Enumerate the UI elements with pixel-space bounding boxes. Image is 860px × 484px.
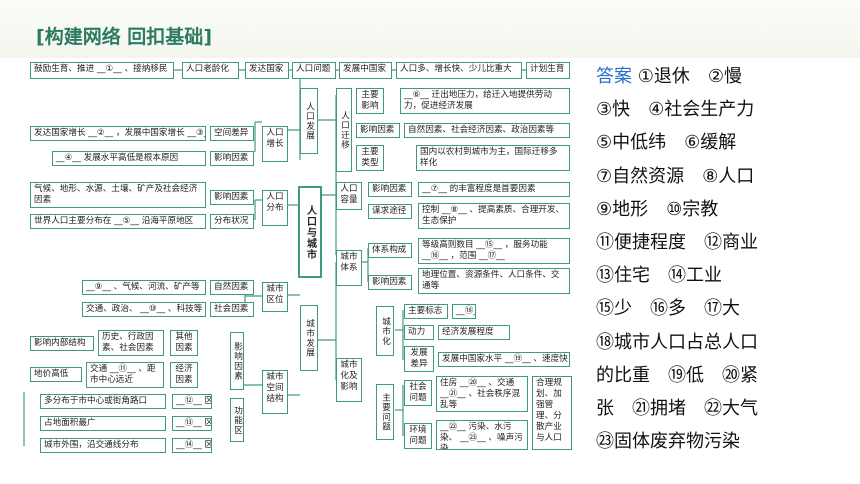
urbanization-mark-blank: __⑱__ [452, 304, 476, 319]
chain-family-planning: 计划生育 [526, 62, 570, 79]
center-node: 人口与城市 [298, 186, 322, 278]
zone-1-text: 多分布于市中心或街角路口 [40, 394, 166, 409]
pop-growth-factor: 影响因素 [210, 151, 254, 166]
urbanization-diff: 发展差异 [404, 346, 434, 372]
urbanization-power-text: 经济发展程度 [438, 325, 510, 340]
zone-2-text: 占地面积最广 [40, 416, 166, 431]
urbanization-power: 动力 [404, 325, 434, 340]
pop-growth-spatial-text: 发达国家增长 __②__ ，发展中国家增长 __③__ [30, 126, 206, 141]
urbanization: 城市化 [376, 306, 394, 356]
migration-label: 人口迁移 [336, 88, 352, 172]
city-location-natural-text: __⑨__ 、气候、河流、矿产等 [82, 280, 206, 295]
social-problems-text: 住房 __⑳__ 、交通 __㉑__ 、社会秩序混乱等 [436, 376, 528, 412]
env-problems-text: __㉒__ 污染、水污染、 __㉓__ 、噪声污染 [436, 420, 528, 450]
chain-aging: 人口老龄化 [182, 62, 239, 79]
chain-pop-problem: 人口问题 [292, 62, 336, 79]
zone-3-text: 城市外围，沿交通线分布 [40, 438, 166, 453]
pop-dist-status-text: 世界人口主要分布在 __⑤__ 沿海平原地区 [30, 214, 206, 229]
migration-factor: 影响因素 [356, 123, 400, 138]
chain-encourage-birth: 鼓励生育、推进 __①__ 、接纳移民 [30, 62, 174, 79]
city-system-factor-text: 地理位置、资源条件、人口条件、交通等 [418, 268, 570, 294]
city-location-natural: 自然因素 [210, 280, 254, 295]
answer-panel: 答案 ①退休 ②慢 ③快 ④社会生产力 ⑤中低纬 ⑥缓解 ⑦自然资源 ⑧人口 ⑨… [596, 60, 860, 458]
migration-impact-text: __⑥__ 迁出地压力，给迁入地提供劳动力，促进经济发展 [400, 88, 570, 114]
answer-label: 答案 [596, 66, 632, 87]
pop-growth-factor-text: __④__ 发展水平高低是根本原因 [52, 151, 206, 166]
chain-developing: 发展中国家 [339, 62, 392, 79]
capacity-label: 人口容量 [336, 182, 362, 210]
pop-dist-status: 分布状况 [210, 214, 254, 229]
social-problems: 社会问题 [404, 380, 432, 406]
zone-1: __⑫__ 区 [172, 394, 212, 409]
urbanization-mark: 主要标志 [404, 304, 448, 319]
capacity-way-text: 控制 __⑧__ 、提高素质、合理开发、生态保护 [418, 203, 570, 229]
city-system-factor: 影响因素 [368, 275, 412, 290]
zone-3: __⑭__ 区 [172, 438, 212, 453]
econ-factors-text: 交通 __⑪__ 、距市中心远近 [86, 362, 164, 388]
pop-dist-factor: 影响因素 [210, 190, 254, 205]
capacity-factor-text: __⑦__ 的丰富程度是首要因素 [418, 182, 570, 197]
chain-pop-features: 人口多、增长快、少儿比重大 [396, 62, 522, 79]
city-system-composition-text: 等级高则数目 __⑮__ ，服务功能 __⑯__ ，范围 __⑰__ [418, 238, 570, 264]
pop-dist-label: 人口分布 [262, 190, 288, 226]
city-location-label: 城市区位 [262, 282, 288, 312]
urbanization-diff-text: 发展中国家水平 __⑲__ 、速度快 [438, 352, 570, 367]
migration-impact: 主要影响 [356, 88, 384, 114]
migration-type: 主要类型 [356, 145, 384, 171]
urbanization-label: 城市化及影响 [336, 358, 362, 402]
other-factors: 其他因素 [170, 330, 198, 356]
city-location-social-text: 交通、政治、 __⑩__ 、科技等 [82, 302, 206, 317]
functional-zones: 功能区 [230, 398, 244, 442]
pop-growth-label: 人口增长 [262, 126, 288, 162]
city-system-label: 城市体系 [336, 250, 362, 286]
land-price: 地价高低 [30, 367, 82, 382]
other-factors-text: 历史、行政因素、社会因素 [98, 330, 164, 356]
city-location-social: 社会因素 [210, 302, 254, 317]
branch-city-development: 城市发展 [300, 305, 318, 371]
header-band [0, 0, 860, 58]
chain-developed: 发达国家 [245, 62, 289, 79]
main-problems: 主要问题 [376, 384, 394, 440]
zone-2: __⑬__ 区 [172, 416, 212, 431]
branch-pop-development: 人口发展 [300, 88, 318, 154]
page-title: [构建网络 回扣基础] [36, 26, 212, 48]
capacity-factor: 影响因素 [368, 182, 412, 197]
pop-growth-spatial: 空间差异 [210, 126, 254, 141]
pop-dist-factor-text: 气候、地形、水源、土壤、矿产及社会经济因素 [30, 182, 206, 208]
answer-text: ①退休 ②慢 ③快 ④社会生产力 ⑤中低纬 ⑥缓解 ⑦自然资源 ⑧人口 ⑨地形 … [596, 66, 758, 453]
migration-type-text: 国内以农村到城市为主，国际迁移多样化 [416, 145, 570, 171]
city-space-label: 城市空间结构 [262, 370, 288, 414]
city-space-factors: 影响因素 [230, 332, 244, 390]
econ-factors: 经济因素 [170, 362, 198, 388]
env-problems: 环境问题 [404, 423, 432, 449]
migration-factor-text: 自然因素、社会经济因素、政治因素等 [404, 123, 570, 138]
city-system-composition: 体系构成 [368, 243, 412, 258]
inner-structure: 影响内部结构 [30, 336, 94, 351]
capacity-way: 谋求途径 [368, 204, 412, 219]
solutions: 合理规划、加强管理、分散产业与人口 [532, 376, 572, 450]
